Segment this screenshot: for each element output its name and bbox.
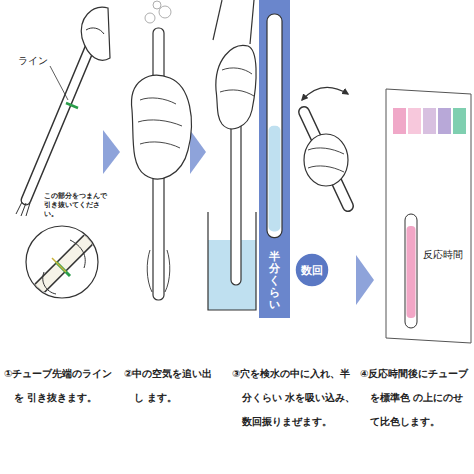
tube <box>267 14 282 238</box>
tube-outline <box>26 28 98 200</box>
node-text: 半分くらい <box>269 250 280 310</box>
hand <box>81 7 110 60</box>
tube-reaction-color <box>407 226 416 318</box>
node-text: 反応時間 <box>423 248 463 262</box>
color-swatch <box>453 108 466 134</box>
tube <box>304 112 348 206</box>
tube <box>231 110 241 285</box>
tube-tip-brush <box>16 202 30 216</box>
color-swatch <box>438 108 451 134</box>
tube-line-mark <box>66 103 78 108</box>
hand <box>304 134 348 186</box>
step-chevron <box>103 130 120 174</box>
tube-pull-figure <box>16 7 110 300</box>
squeeze-figure <box>132 1 192 300</box>
color-swatch <box>393 108 406 134</box>
color-chart-card: 反応時間 <box>385 88 472 344</box>
standard-color-card <box>386 89 471 343</box>
leader-line <box>50 66 68 100</box>
color-swatch <box>408 108 421 134</box>
step-caption: ④反応時間後にチューブを標準色 の上にのせて比色します。 <box>360 362 472 434</box>
hand <box>132 75 192 178</box>
tube-body <box>26 28 98 200</box>
hand <box>216 45 256 128</box>
finger <box>86 28 104 34</box>
card-shape <box>385 88 472 344</box>
tube <box>405 214 417 328</box>
shake-arrow <box>302 87 348 100</box>
step-caption: ②中の空気を追い出し ます。 <box>124 362 220 410</box>
shake-figure <box>302 87 348 206</box>
step-chevron <box>356 255 374 305</box>
step-caption: ①チューブ先端のラインを 引き抜きます。 <box>4 362 118 410</box>
dip-figure <box>208 0 256 310</box>
step-chevron <box>190 130 206 174</box>
count-badge <box>295 253 329 287</box>
callout-note: この部分をつまんで 引き抜いてください。 <box>44 191 110 218</box>
half-level-band: 半分くらい <box>259 0 290 318</box>
part-label: ライン <box>18 55 58 67</box>
color-swatch <box>423 108 436 134</box>
tube-water <box>269 126 281 232</box>
magnified-tube <box>28 228 100 300</box>
step-caption: ③穴を検水の中に入れ、半分くらい 水を吸い込み、数回振りまぜます。 <box>232 362 356 434</box>
squeeze-marks <box>147 250 170 292</box>
node-text: 数回 <box>301 263 323 278</box>
shake-count-circle: 数回 <box>294 252 330 288</box>
